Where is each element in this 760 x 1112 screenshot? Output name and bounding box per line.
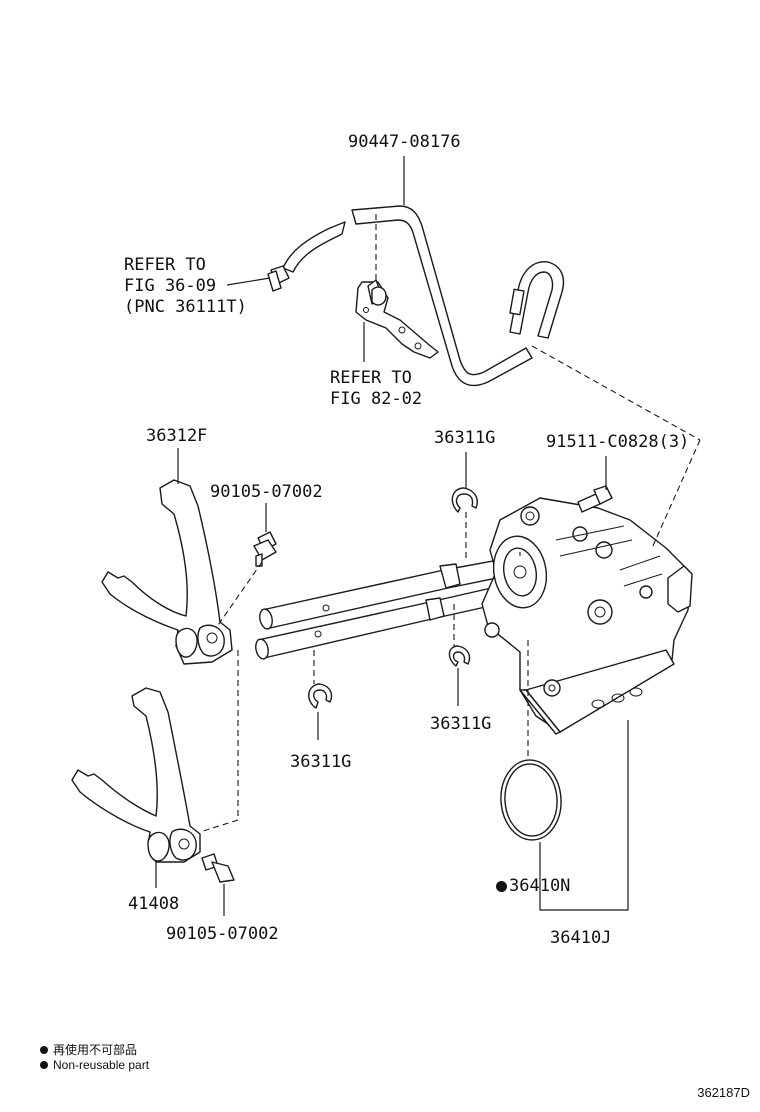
snap-ring-top-part [451, 487, 478, 513]
callout-o-ring: 36410N [496, 876, 570, 897]
bolt-housing-part [577, 485, 613, 513]
callout-refer-fig-36-09: REFER TO FIG 36-09 (PNC 36111T) [124, 255, 247, 317]
legend-line-japanese: 再使用不可部品 [40, 1041, 137, 1058]
filled-circle-icon [40, 1061, 48, 1069]
callout-snap-ring-mid: 36311G [430, 714, 492, 734]
shift-fork-lower-part [71, 687, 201, 863]
callout-o-ring-text: 36410N [509, 876, 571, 896]
callout-bolt-housing: 91511-C0828(3) [546, 432, 690, 452]
shift-fork-upper-part [101, 479, 233, 665]
shift-rods-part [255, 555, 527, 660]
callout-snap-ring-left: 36311G [290, 752, 352, 772]
leader-lines [155, 156, 629, 916]
callout-housing: 36410J [550, 928, 612, 948]
snap-ring-mid-part [448, 645, 471, 667]
callout-bolt-upper: 90105-07002 [210, 482, 323, 502]
bolt-upper-part [253, 531, 277, 567]
hose-clip-bracket [355, 279, 439, 359]
bolt-lower-part [201, 853, 235, 883]
dashed-alignment-lines [199, 214, 701, 833]
callout-fork-lower: 41408 [128, 894, 180, 914]
filled-circle-icon [40, 1045, 48, 1054]
non-reusable-marker-icon [496, 881, 507, 892]
legend-line-english: Non-reusable part [40, 1058, 149, 1072]
legend-text-japanese: 再使用不可部品 [53, 1043, 138, 1057]
callout-fork-upper: 36312F [146, 426, 208, 446]
o-ring-part [500, 759, 562, 841]
shift-housing-part [481, 497, 693, 735]
legend-text-english: Non-reusable part [53, 1058, 150, 1072]
vent-hose-part [267, 205, 565, 387]
callout-bolt-lower: 90105-07002 [166, 924, 279, 944]
callout-snap-ring-top: 36311G [434, 428, 496, 448]
callout-refer-fig-82-02: REFER TO FIG 82-02 [330, 368, 423, 409]
callout-hose: 90447-08176 [348, 132, 461, 152]
figure-number: 362187D [697, 1085, 750, 1100]
snap-ring-left-part [308, 683, 333, 709]
